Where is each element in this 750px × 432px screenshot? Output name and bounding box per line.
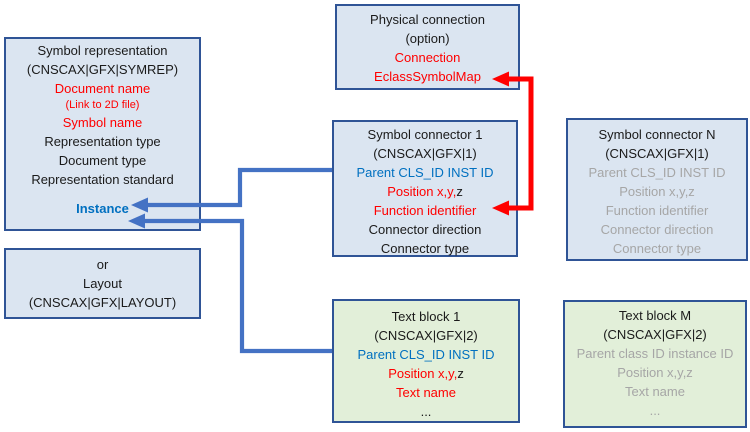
attr-instance: Instance <box>76 201 129 216</box>
box-code: (CNSCAX|GFX|2) <box>374 328 478 343</box>
attr-position: Position x,y,z <box>334 182 516 201</box>
box-title: Physical connection <box>370 12 485 27</box>
attr-function-identifier: Function identifier <box>373 203 477 218</box>
attr-position-red: Position x,y, <box>387 184 457 199</box>
attr-document-type: Document type <box>58 153 147 168</box>
attr-text-name: Text name <box>625 384 685 399</box>
attr-eclass-symbol-map: EclassSymbolMap <box>374 69 481 84</box>
attr-parent-id: Parent CLS_ID INST ID <box>356 165 494 180</box>
box-title: Text block M <box>618 308 692 323</box>
attr-connector-type: Connector type <box>612 241 702 256</box>
box-code: (CNSCAX|GFX|1) <box>605 146 709 161</box>
attr-text-name: Text name <box>396 385 456 400</box>
physical-connection-box: Physical connection (option) Connection … <box>335 4 520 90</box>
attr-representation-type: Representation type <box>44 134 161 149</box>
attr-position-red: Position x,y, <box>388 366 458 381</box>
box-title: Layout <box>82 276 123 291</box>
attr-position-suffix: z <box>456 184 463 199</box>
attr-ellipsis: ... <box>420 404 432 419</box>
box-code: (CNSCAX|GFX|SYMREP) <box>26 62 179 77</box>
or-label: or <box>96 257 109 272</box>
text-block-1-box: Text block 1 (CNSCAX|GFX|2) Parent CLS_I… <box>332 299 520 423</box>
symbol-representation-box: Symbol representation (CNSCAX|GFX|SYMREP… <box>4 37 201 231</box>
box-title: Symbol connector 1 <box>367 127 483 142</box>
box-title: Symbol representation <box>37 43 168 58</box>
attr-position: Position x,y,z <box>334 364 518 383</box>
symbol-connector-1-box: Symbol connector 1 (CNSCAX|GFX|1) Parent… <box>332 120 518 257</box>
attr-position: Position x,y,z <box>617 365 693 380</box>
attr-representation-standard: Representation standard <box>31 172 174 187</box>
box-code: (CNSCAX|GFX|2) <box>603 327 707 342</box>
text-block-m-box: Text block M (CNSCAX|GFX|2) Parent class… <box>563 300 747 428</box>
attr-connection: Connection <box>394 50 461 65</box>
attr-connector-direction: Connector direction <box>368 222 482 237</box>
box-title: Symbol connector N <box>598 127 716 142</box>
layout-box: or Layout (CNSCAX|GFX|LAYOUT) <box>4 248 201 319</box>
box-code: (CNSCAX|GFX|LAYOUT) <box>28 295 177 310</box>
attr-connector-type: Connector type <box>380 241 470 256</box>
attr-document-name: Document name <box>54 81 151 96</box>
attr-ellipsis: ... <box>649 403 661 418</box>
box-code: (CNSCAX|GFX|1) <box>373 146 477 161</box>
option-label: (option) <box>405 31 450 46</box>
attr-position-suffix: z <box>457 366 464 381</box>
attr-link-note: (Link to 2D file) <box>65 99 140 111</box>
box-title: Text block 1 <box>391 309 461 324</box>
attr-parent-id: Parent class ID instance ID <box>576 346 734 361</box>
attr-connector-direction: Connector direction <box>600 222 714 237</box>
attr-function-identifier: Function identifier <box>605 203 709 218</box>
symbol-connector-n-box: Symbol connector N (CNSCAX|GFX|1) Parent… <box>566 118 748 261</box>
attr-parent-id: Parent CLS_ID INST ID <box>588 165 726 180</box>
attr-symbol-name: Symbol name <box>62 115 143 130</box>
attr-position: Position x,y,z <box>619 184 695 199</box>
attr-parent-id: Parent CLS_ID INST ID <box>357 347 495 362</box>
